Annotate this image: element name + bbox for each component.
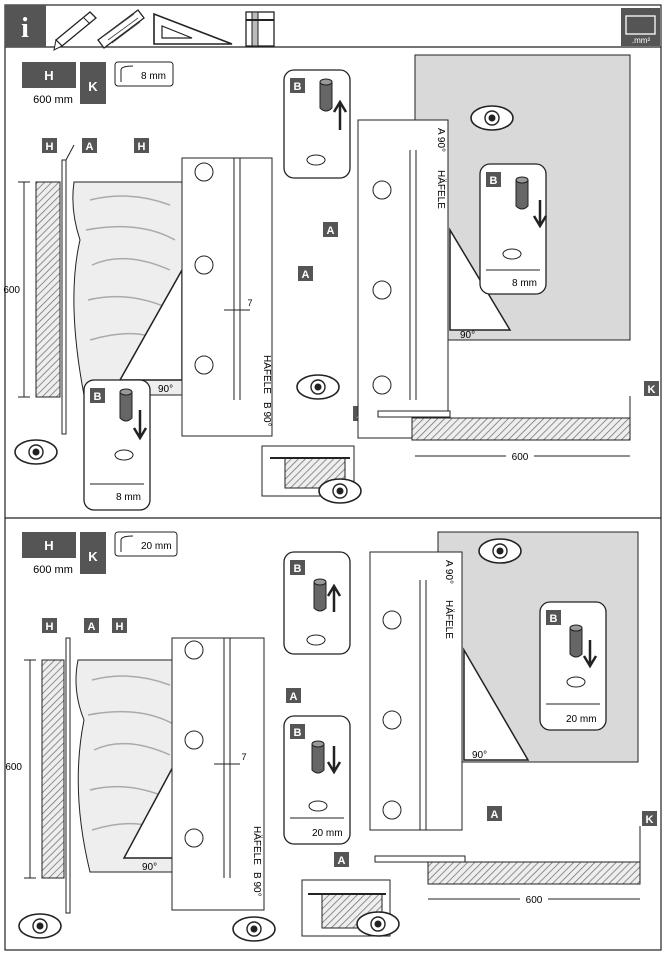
info-badge bbox=[5, 5, 46, 47]
jig-brand-right: HÄFELE bbox=[435, 170, 447, 209]
dim-width: 600 bbox=[526, 895, 543, 906]
dim-gap-left: 7 bbox=[247, 298, 252, 308]
base-slab bbox=[427, 861, 641, 885]
angle-label-a: 90° bbox=[142, 862, 157, 873]
bottom-section: H 600 mm K 20 mm 600 90° H A H A A A K bbox=[5, 531, 657, 942]
jig-template-left bbox=[181, 157, 273, 437]
jig-template-right bbox=[369, 551, 463, 831]
callout-b-left: B 8 mm bbox=[83, 379, 151, 511]
callout-b-top: B bbox=[283, 69, 351, 179]
setting-h-badge bbox=[22, 532, 76, 558]
jig-end-b-left: B 90° bbox=[261, 402, 272, 427]
wall-panel bbox=[35, 181, 61, 398]
jig-end-a-right: A 90° bbox=[435, 128, 446, 152]
setting-h-value: 600 mm bbox=[33, 94, 73, 106]
callout-radius-right: 20 mm bbox=[566, 714, 597, 725]
eye-icon bbox=[296, 374, 340, 400]
dim-gap-left: 7 bbox=[241, 752, 246, 762]
dim-height: 600 bbox=[5, 762, 22, 773]
jig-template-left bbox=[171, 637, 265, 911]
eye-icon bbox=[14, 439, 58, 465]
jig-brand-right: HÄFELE bbox=[443, 600, 455, 639]
tag-a-3: A bbox=[491, 809, 499, 821]
tag-h-2: H bbox=[116, 621, 124, 633]
tag-k: K bbox=[648, 384, 656, 396]
jig-end-a-right: A 90° bbox=[443, 560, 454, 584]
set-square-icon bbox=[153, 12, 233, 45]
callout-b-tag-3: B bbox=[94, 391, 102, 403]
callout-b-right: B 8 mm bbox=[479, 163, 548, 295]
eye-icon bbox=[470, 105, 514, 131]
eye-icon bbox=[18, 913, 62, 939]
callout-b-tag-1: B bbox=[294, 81, 302, 93]
eye-icon bbox=[318, 478, 362, 504]
unit-badge bbox=[621, 8, 660, 46]
setting-k-label: K bbox=[88, 79, 98, 94]
angle-label-b: 90° bbox=[472, 750, 487, 761]
pencil-icon bbox=[53, 11, 97, 51]
callout-radius-left: 8 mm bbox=[116, 492, 141, 503]
tag-a-1: A bbox=[86, 141, 94, 153]
tag-h-1: H bbox=[46, 141, 54, 153]
eye-icon bbox=[356, 911, 400, 937]
wall-panel bbox=[41, 659, 65, 879]
radius-value: 20 mm bbox=[141, 541, 172, 552]
eye-icon bbox=[478, 538, 522, 564]
callout-b-tag-3: B bbox=[550, 613, 558, 625]
setting-h-label: H bbox=[44, 68, 53, 83]
setting-h-label: H bbox=[44, 538, 53, 553]
radius-box bbox=[114, 531, 178, 557]
setting-k-badge bbox=[80, 532, 106, 574]
angle-label-a: 90° bbox=[158, 384, 173, 395]
callout-b-top: B bbox=[283, 551, 351, 655]
tag-a-2: A bbox=[290, 691, 298, 703]
jig-brand-left: HÄFELE bbox=[251, 826, 263, 865]
setting-h-value: 600 mm bbox=[33, 564, 73, 576]
header-bar: i .mm² bbox=[5, 5, 661, 51]
callout-b-tag-2: B bbox=[294, 727, 302, 739]
callout-b-tag-1: B bbox=[294, 563, 302, 575]
top-section: H 600 mm K 8 mm 600 90° H A H A A A K bbox=[3, 54, 659, 511]
info-glyph: i bbox=[21, 13, 29, 44]
radius-box bbox=[114, 61, 174, 87]
tag-k: K bbox=[646, 814, 654, 826]
tag-h-2: H bbox=[138, 141, 146, 153]
setting-k-badge bbox=[80, 62, 106, 104]
setting-k-label: K bbox=[88, 549, 98, 564]
base-slab bbox=[411, 417, 631, 441]
callout-radius-right: 8 mm bbox=[512, 278, 537, 289]
setting-h-badge bbox=[22, 62, 76, 88]
callout-b-tag-2: B bbox=[490, 175, 498, 187]
jig-brand-left: HÄFELE bbox=[261, 355, 273, 394]
tag-a-3: A bbox=[327, 225, 335, 237]
tag-a-4: A bbox=[338, 855, 346, 867]
dim-width: 600 bbox=[512, 452, 529, 463]
jig-strip-a bbox=[61, 159, 67, 435]
jig-template-right bbox=[357, 119, 449, 439]
radius-value: 8 mm bbox=[141, 71, 166, 82]
page-frame bbox=[4, 4, 662, 951]
callout-radius-mid: 20 mm bbox=[312, 828, 343, 839]
jig-strip-a bbox=[65, 637, 71, 914]
eye-icon bbox=[232, 916, 276, 942]
callout-b-right: B 20 mm bbox=[539, 601, 607, 731]
unit-label: .mm² bbox=[632, 36, 651, 45]
dim-height: 600 bbox=[3, 285, 20, 296]
template-jig-icon bbox=[245, 11, 275, 47]
jig-end-b-left: B 90° bbox=[251, 872, 262, 897]
angle-label-b: 90° bbox=[460, 330, 475, 341]
tag-h-1: H bbox=[46, 621, 54, 633]
callout-b-mid: B 20 mm bbox=[283, 715, 351, 845]
hacksaw-icon bbox=[97, 9, 145, 49]
tag-a-2: A bbox=[302, 269, 310, 281]
tag-a-1: A bbox=[88, 621, 96, 633]
